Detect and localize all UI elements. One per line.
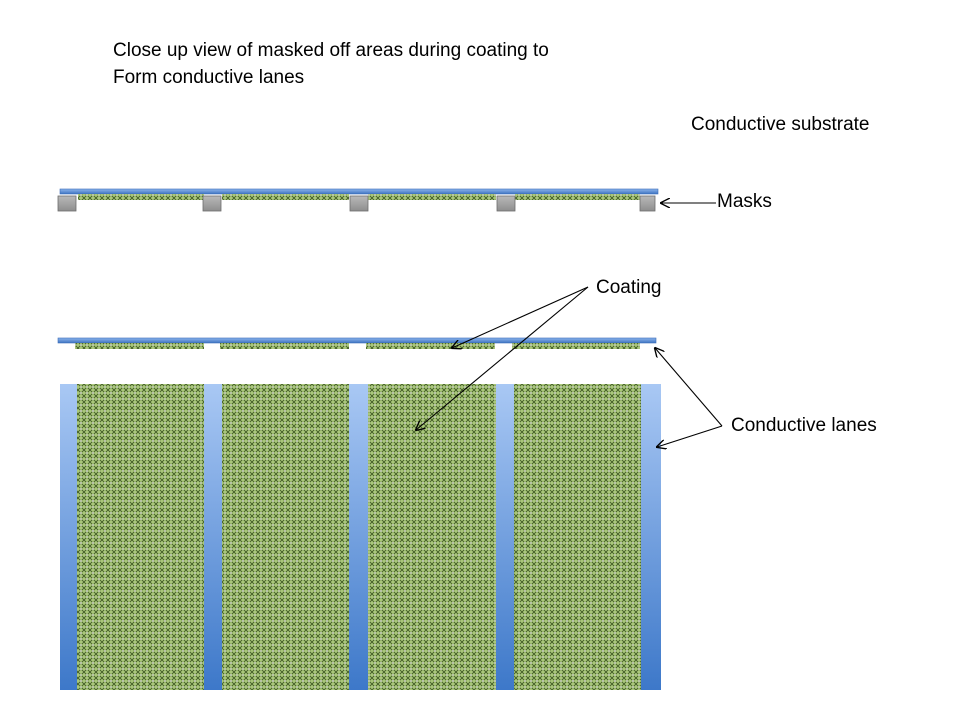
coating-segment-mid-4 [512, 343, 640, 349]
title-line-2: Form conductive lanes [113, 67, 305, 88]
coating-segment-mid-3 [366, 343, 495, 349]
coating-panel-1 [77, 384, 204, 690]
diagram-title: Close up view of masked off areas during… [113, 37, 549, 91]
substrate-strip-top [59, 188, 659, 195]
mask-block-2 [202, 195, 222, 212]
label-masks: Masks [717, 191, 772, 212]
mask-block-4 [496, 195, 516, 212]
arrow-coating-to-layer [452, 286, 589, 348]
coating-segment-top-4 [515, 194, 640, 200]
title-line-1: Close up view of masked off areas during… [113, 40, 549, 61]
coating-segment-top-1 [78, 194, 204, 200]
arrow-coating-to-panel [416, 286, 589, 430]
mask-block-3 [349, 195, 369, 212]
conductive-lanes-view [60, 384, 661, 690]
callout-arrows [416, 203, 723, 447]
label-coating: Coating [596, 277, 662, 298]
mask-block-5 [639, 195, 656, 212]
label-conductive-lanes: Conductive lanes [731, 415, 877, 436]
label-conductive-substrate: Conductive substrate [691, 114, 870, 135]
coating-segment-mid-2 [220, 343, 349, 349]
masked-substrate-assembly [57, 188, 659, 212]
substrate-strip-middle [57, 337, 657, 344]
coated-substrate-assembly [57, 337, 657, 349]
coating-panel-4 [514, 384, 641, 690]
coating-panel-3 [368, 384, 496, 690]
coating-segment-top-2 [222, 194, 349, 200]
mask-block-1 [57, 195, 77, 212]
arrow-lanes-to-strip [655, 348, 723, 427]
arrow-lanes-to-edge [657, 425, 723, 447]
coating-panel-2 [222, 384, 349, 690]
coating-segment-top-3 [368, 194, 496, 200]
coating-segment-mid-1 [75, 343, 204, 349]
